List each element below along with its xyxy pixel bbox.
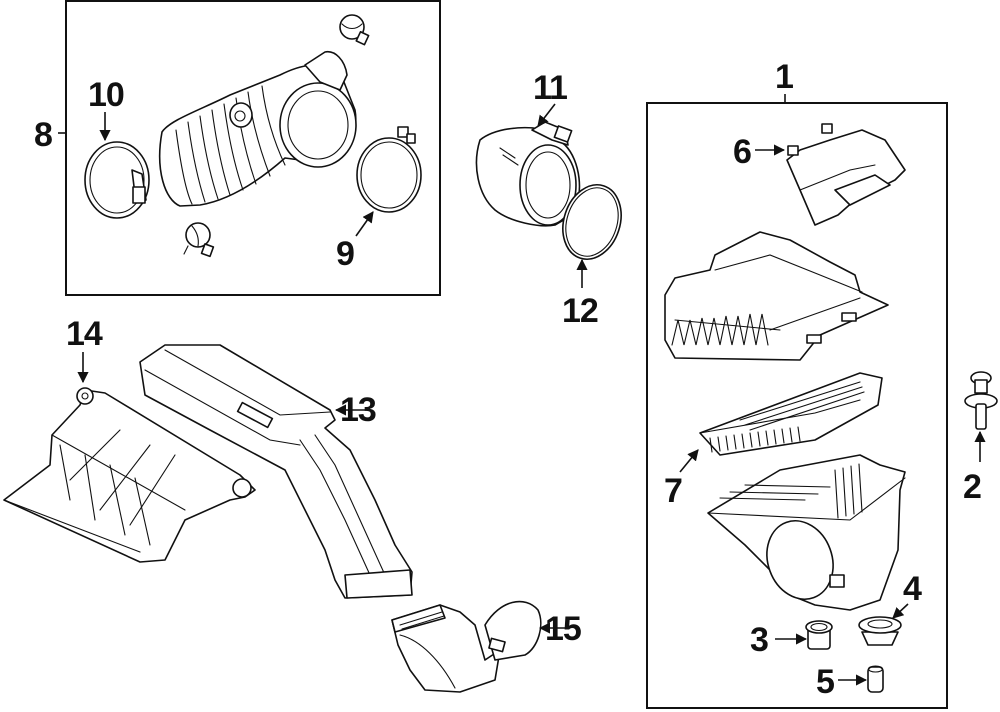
part-8-intake-hose[interactable] [158, 50, 357, 207]
leader-arrow-4 [892, 603, 909, 619]
leader-arrow-7 [679, 449, 699, 473]
part-small-clamp-bottom[interactable] [183, 222, 215, 258]
callout-5[interactable]: 5 [816, 663, 835, 701]
part-10-hose-clamp[interactable] [84, 141, 150, 219]
callout-8[interactable]: 8 [34, 116, 53, 154]
callout-1[interactable]: 1 [775, 58, 794, 96]
group-box-8 [58, 0, 441, 296]
callout-9[interactable]: 9 [336, 235, 355, 273]
callout-15[interactable]: 15 [545, 610, 582, 648]
callout-11[interactable]: 11 [533, 69, 568, 107]
callout-12[interactable]: 12 [562, 292, 599, 330]
part-13-air-inlet-duct[interactable] [139, 344, 413, 599]
part-9-hose-clamp[interactable] [356, 126, 422, 213]
callout-7[interactable]: 7 [664, 472, 683, 510]
part-15-duct-elbow[interactable] [391, 600, 542, 693]
part-4-mount-grommet[interactable] [858, 616, 902, 646]
callout-4[interactable]: 4 [903, 570, 923, 608]
part-air-box-upper-housing[interactable] [664, 231, 889, 361]
callout-10[interactable]: 10 [88, 76, 125, 114]
part-2-push-pin-clip[interactable] [964, 371, 998, 430]
housing-ribs [671, 313, 769, 346]
callout-14[interactable]: 14 [66, 315, 104, 353]
part-14-air-inlet-scoop[interactable] [3, 387, 256, 563]
filter-pleats [709, 381, 865, 453]
part-7-air-filter-element[interactable] [699, 372, 883, 456]
part-small-clamp-top[interactable] [339, 14, 370, 46]
callout-6[interactable]: 6 [733, 133, 752, 171]
callout-3[interactable]: 3 [750, 621, 769, 659]
part-12-o-ring[interactable] [554, 177, 631, 267]
part-11-mass-air-flow-sensor[interactable] [475, 121, 581, 227]
part-6-air-box-cover-duct[interactable] [786, 123, 906, 226]
leader-arrow-11 [537, 103, 556, 127]
part-3-grommet[interactable] [805, 620, 833, 650]
part-5-pin[interactable] [867, 665, 884, 693]
callout-2[interactable]: 2 [963, 468, 982, 506]
group-box-1 [646, 94, 948, 709]
leader-arrow-9 [355, 211, 374, 237]
part-air-box-lower-housing[interactable] [707, 454, 906, 611]
